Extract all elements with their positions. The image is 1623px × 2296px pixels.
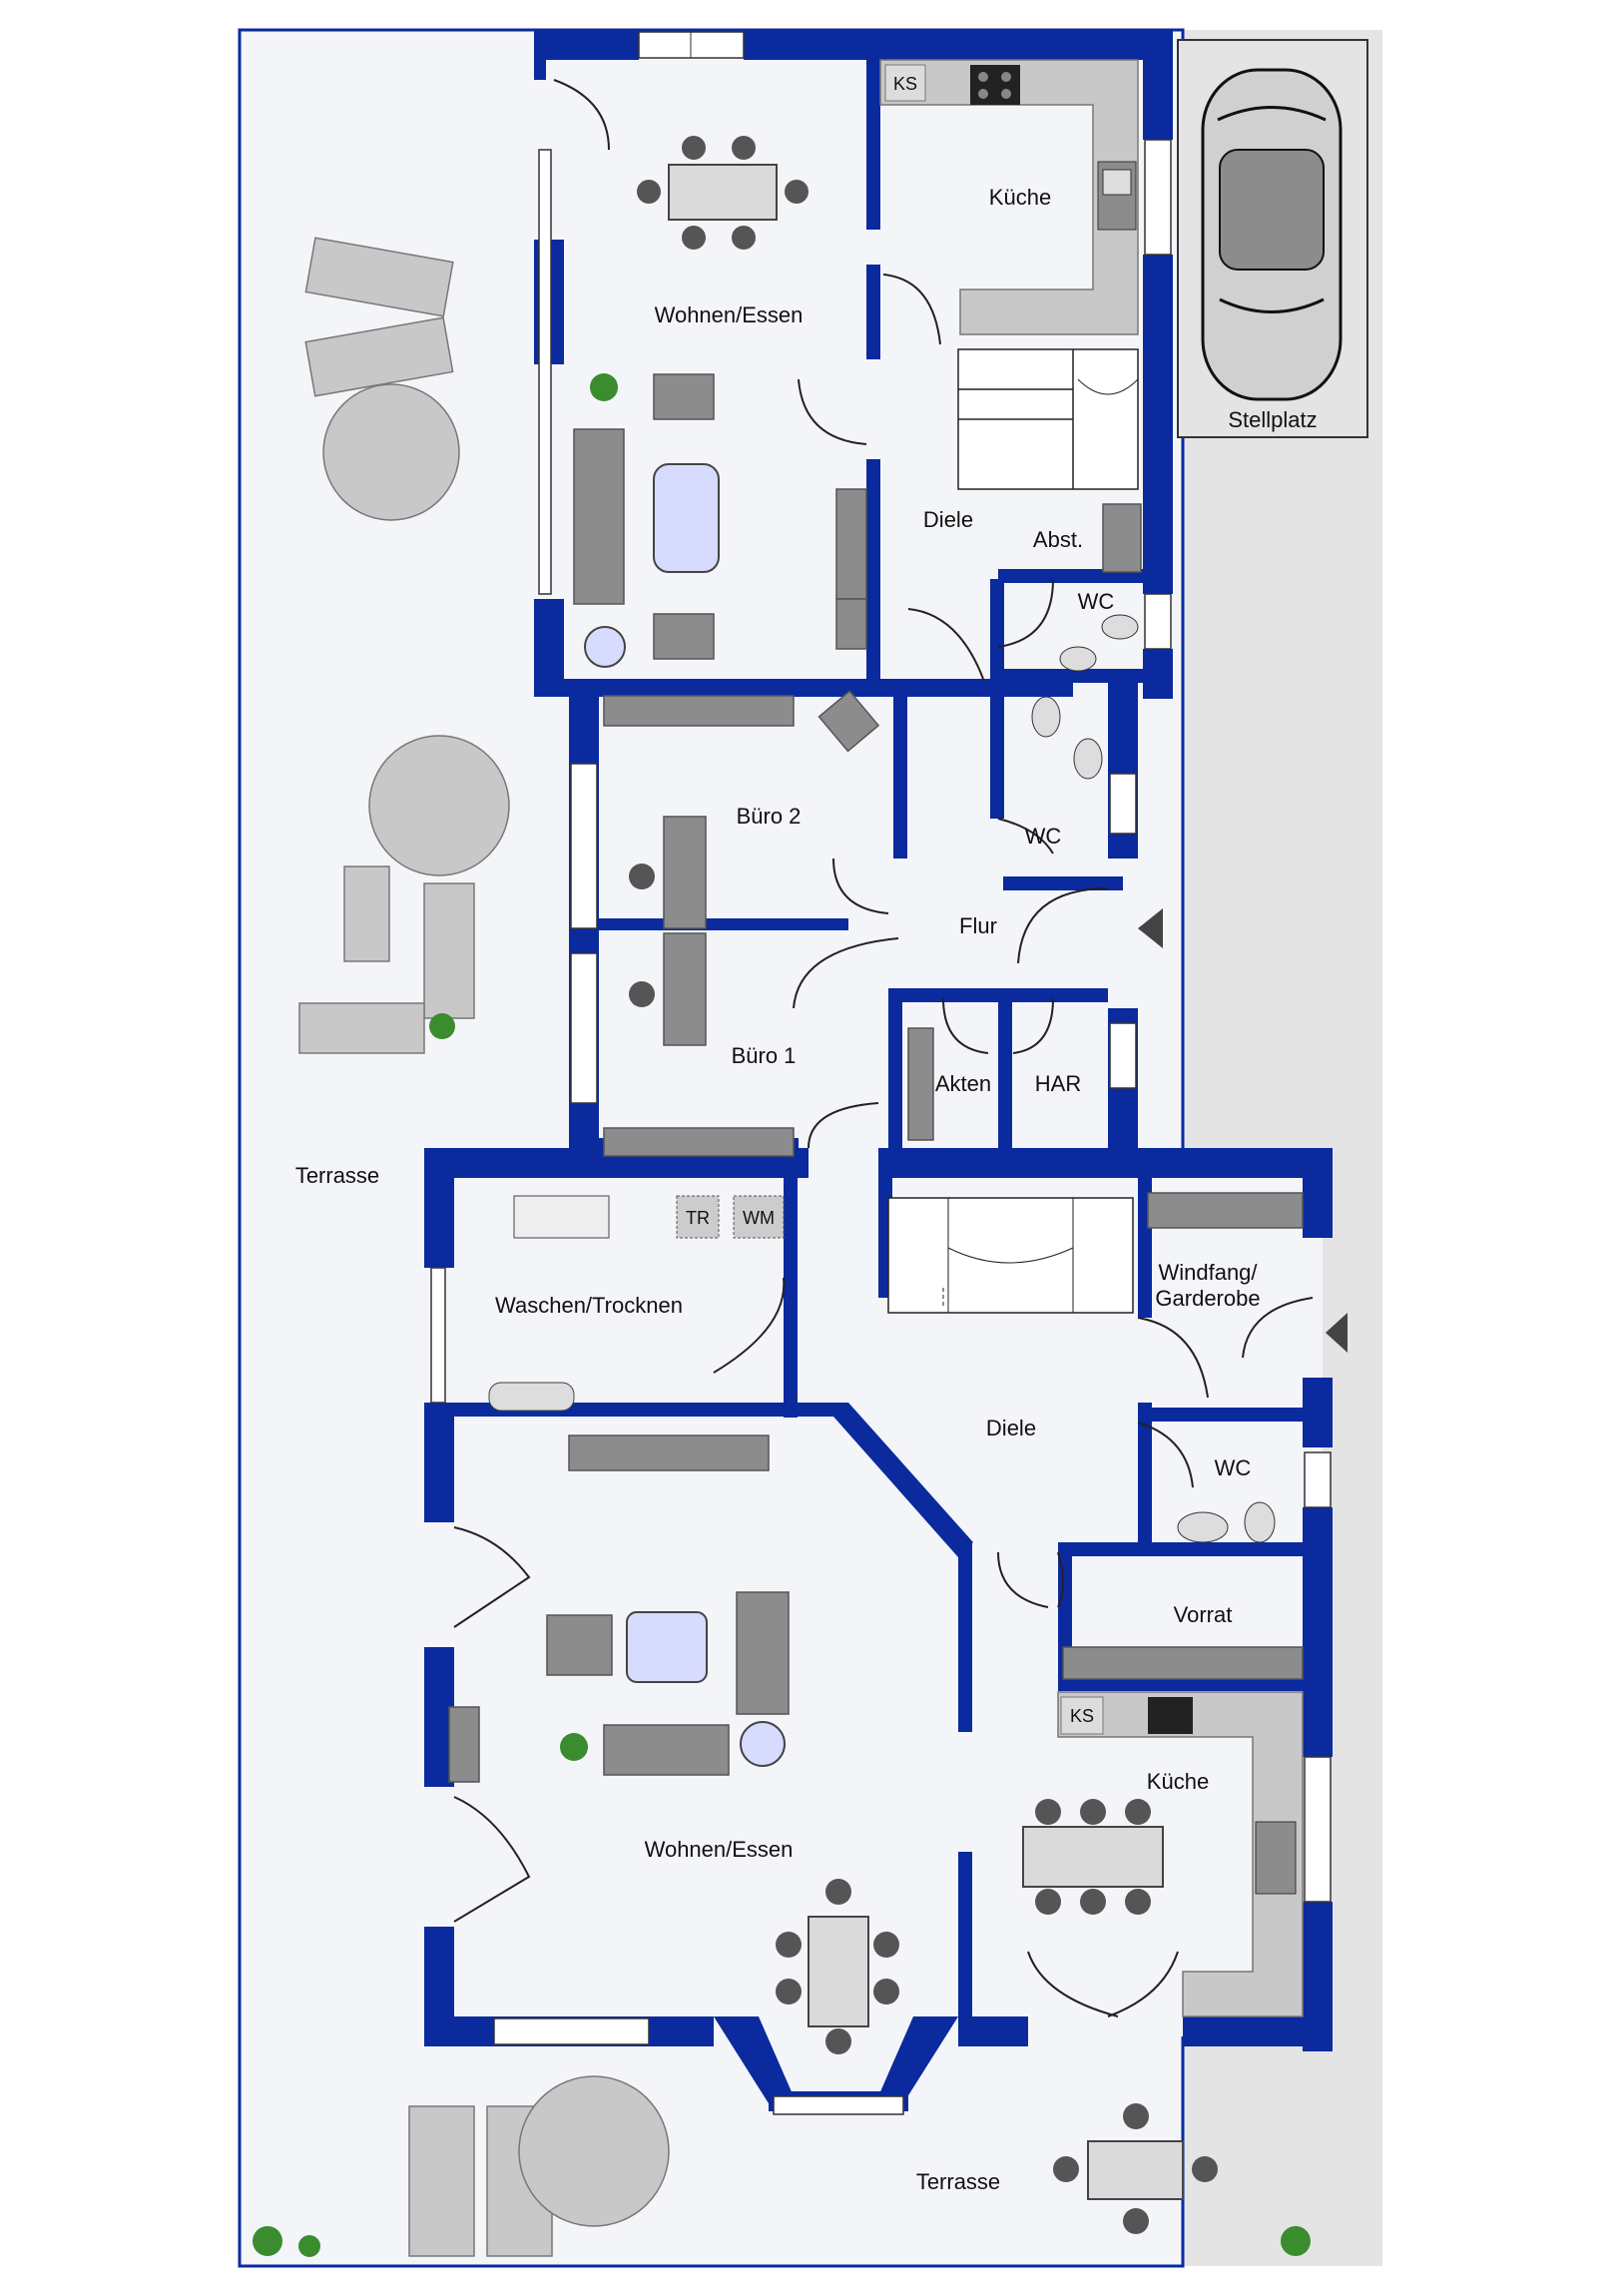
label-akten: Akten bbox=[935, 1071, 991, 1096]
label-waschen-trocknen: Waschen/Trocknen bbox=[495, 1293, 683, 1318]
chair-icon bbox=[629, 863, 655, 1007]
label-ks-bottom: KS bbox=[1070, 1706, 1094, 1726]
plant-icon bbox=[560, 1733, 588, 1761]
label-ks-top: KS bbox=[893, 74, 917, 94]
terrace-bottom: Terrasse bbox=[253, 2075, 1311, 2257]
label-terrasse-left: Terrasse bbox=[295, 1163, 379, 1188]
label-buero1: Büro 1 bbox=[732, 1043, 797, 1068]
label-wc-mid: WC bbox=[1025, 824, 1062, 849]
sunlounger-icon bbox=[304, 237, 454, 397]
chair-icon bbox=[637, 136, 809, 250]
label-wohnen-essen-bottom: Wohnen/Essen bbox=[645, 1837, 794, 1862]
parasol-icon bbox=[322, 383, 510, 876]
living-top: Wohnen/Essen Diele Abst. WC bbox=[573, 136, 1142, 672]
plant-icon bbox=[253, 2226, 1311, 2257]
label-stellplatz: Stellplatz bbox=[1228, 407, 1317, 432]
plant-icon bbox=[590, 373, 618, 401]
label-buero2: Büro 2 bbox=[737, 804, 802, 829]
sink-icon bbox=[1255, 1821, 1297, 1895]
toilet-icon bbox=[1177, 1501, 1276, 1543]
kitchen-bottom: KS Küche bbox=[1022, 1691, 1304, 2017]
sunlounger-icon bbox=[408, 2105, 553, 2257]
label-har: HAR bbox=[1035, 1071, 1081, 1096]
toilet-icon bbox=[1059, 614, 1139, 672]
hall: WC Flur Akten HAR bbox=[907, 696, 1163, 1141]
entrance-arrow-icon bbox=[1326, 1313, 1348, 1353]
label-diele-top: Diele bbox=[923, 507, 973, 532]
living-bottom: Wohnen/Essen bbox=[448, 1435, 899, 2054]
laundry: TR WM Waschen/Trocknen bbox=[488, 1195, 785, 1412]
label-abst: Abst. bbox=[1033, 527, 1083, 552]
stove-icon bbox=[970, 65, 1020, 105]
label-wc-bottom: WC bbox=[1215, 1455, 1252, 1480]
label-windfang-line1: Windfang/ bbox=[1158, 1260, 1258, 1285]
doors bbox=[453, 79, 1314, 2017]
parasol-icon bbox=[518, 2075, 670, 2227]
chair-icon bbox=[1035, 1799, 1151, 1915]
carport: Stellplatz bbox=[1177, 39, 1368, 438]
label-windfang-line2: Garderobe bbox=[1155, 1286, 1260, 1311]
sink-icon bbox=[1097, 161, 1137, 231]
windows bbox=[430, 31, 1332, 2115]
stove-icon bbox=[1148, 1697, 1193, 1734]
entrance-arrow-icon bbox=[1138, 908, 1163, 948]
bottom-hall: Windfang/ Garderobe Diele WC Vorrat bbox=[986, 1192, 1348, 1680]
terrace-left: Terrasse bbox=[295, 237, 510, 1188]
label-flur: Flur bbox=[959, 913, 997, 938]
label-tr: TR bbox=[686, 1208, 710, 1228]
label-wc-top-right: WC bbox=[1078, 589, 1115, 614]
toilet-icon bbox=[1031, 696, 1103, 780]
label-diele-bottom: Diele bbox=[986, 1416, 1036, 1440]
label-wm: WM bbox=[743, 1208, 775, 1228]
label-kueche-bottom: Küche bbox=[1147, 1769, 1209, 1794]
stairs bbox=[887, 348, 1139, 1314]
label-terrasse-bottom: Terrasse bbox=[916, 2169, 1000, 2194]
kitchen-top: KS Küche bbox=[879, 59, 1139, 335]
chair-icon bbox=[1053, 2103, 1218, 2234]
plant-icon bbox=[429, 1013, 455, 1039]
label-vorrat: Vorrat bbox=[1174, 1602, 1233, 1627]
label-wohnen-essen-top: Wohnen/Essen bbox=[655, 302, 804, 327]
label-kueche-top: Küche bbox=[989, 185, 1051, 210]
chair-icon bbox=[776, 1879, 899, 2054]
offices: Büro 2 Büro 1 bbox=[603, 690, 880, 1157]
car-icon bbox=[1201, 68, 1343, 401]
walls bbox=[424, 30, 1333, 2111]
